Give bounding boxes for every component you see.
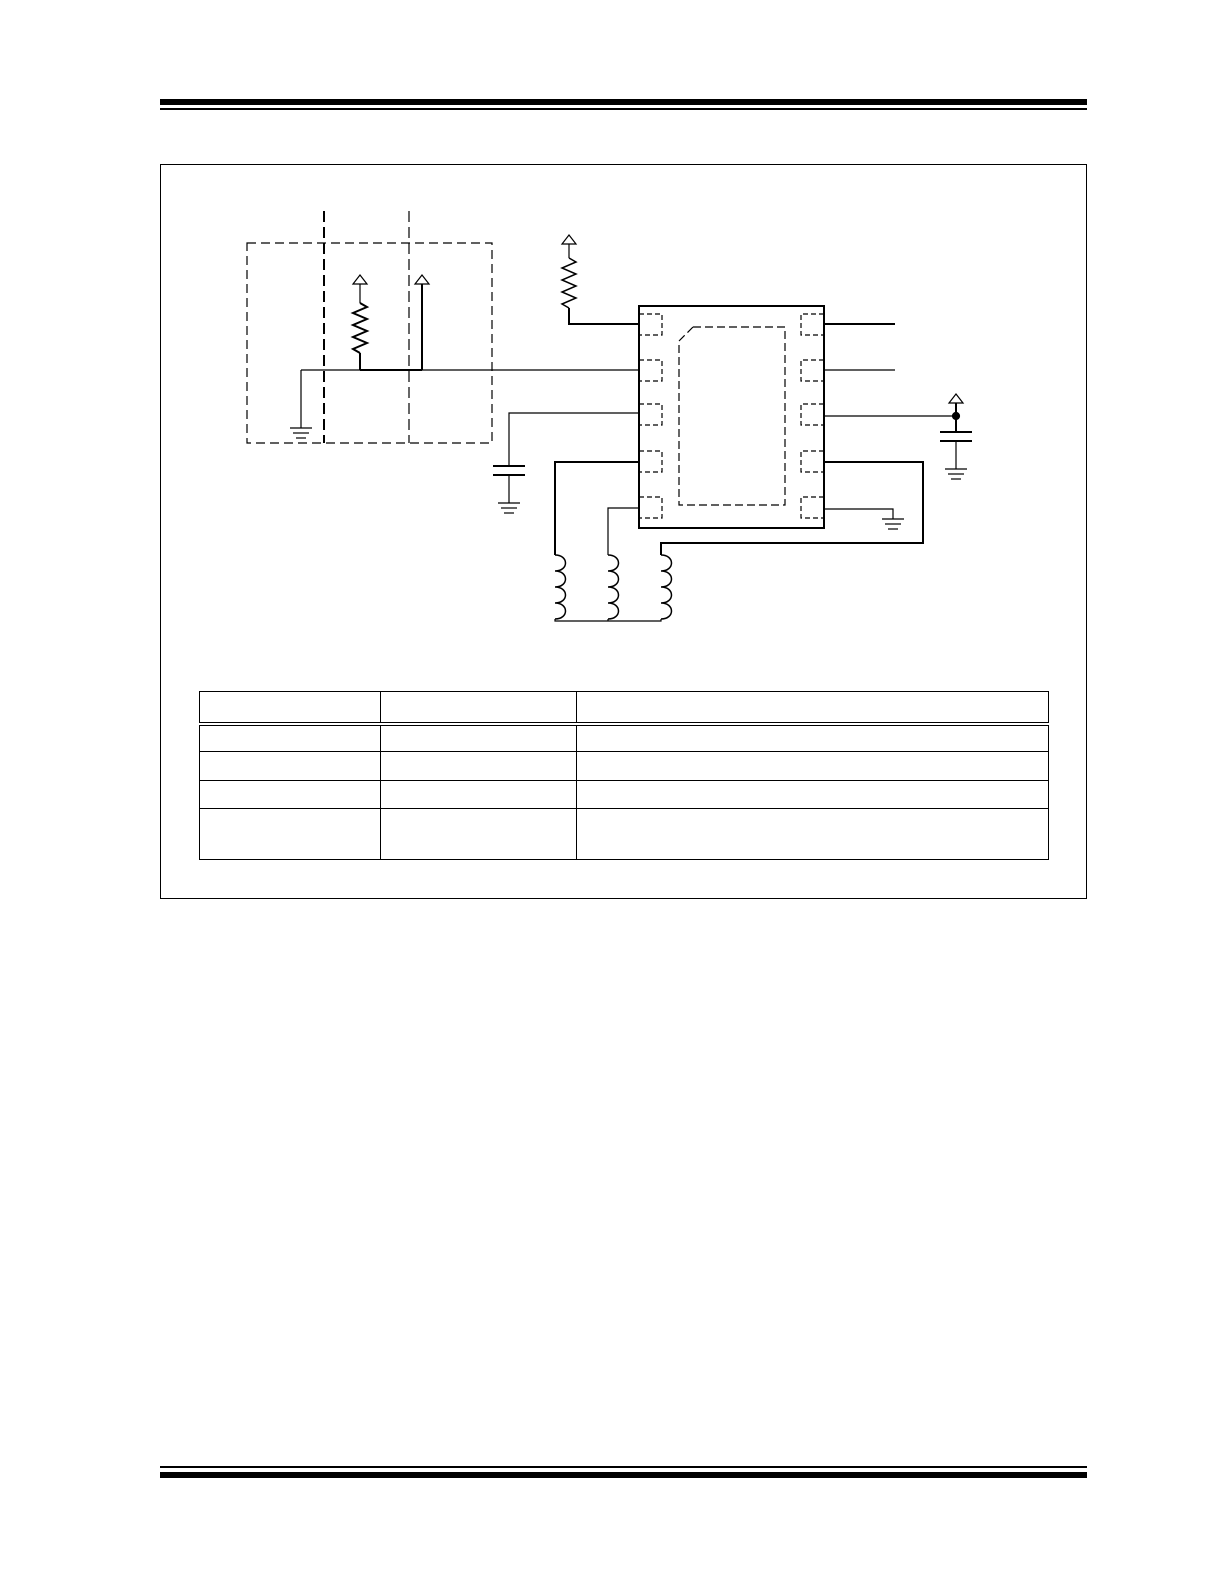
table-cell	[380, 722, 577, 753]
table-row	[199, 751, 1049, 781]
header-rule-thin	[160, 108, 1087, 110]
table-header-cell	[380, 691, 577, 726]
header-rule-thick	[160, 99, 1087, 105]
table-row	[199, 722, 1049, 753]
coil-wire	[554, 461, 639, 555]
table-cell	[199, 751, 381, 781]
ground-icon	[882, 518, 904, 530]
junction-dot-icon	[951, 411, 961, 421]
ground-icon	[498, 475, 520, 514]
table-cell	[199, 722, 381, 753]
table-cell	[576, 722, 1049, 753]
table-cell	[576, 779, 1049, 810]
ic-package	[638, 305, 825, 529]
footer-rule-thick	[160, 1472, 1087, 1478]
coil-wire	[607, 507, 639, 555]
table-cell	[576, 808, 1049, 860]
signal-wire	[508, 412, 639, 465]
supply-arrow-icon	[560, 234, 578, 258]
coil-wire	[660, 461, 924, 555]
inductor-icon	[554, 554, 567, 620]
signal-wire	[568, 308, 639, 325]
table-cell	[576, 751, 1049, 781]
right-pin-pads	[800, 313, 824, 519]
resistor-icon	[350, 302, 370, 354]
ground-wire	[824, 508, 894, 519]
table-cell	[199, 808, 381, 860]
capacitor-icon	[940, 431, 972, 442]
supply-arrow-icon	[413, 274, 431, 370]
inductor-icon	[660, 554, 673, 620]
table-cell	[380, 808, 577, 860]
resistor-icon	[560, 257, 578, 309]
ground-icon	[290, 370, 312, 439]
supply-arrow-icon	[351, 274, 369, 303]
table-header-row	[199, 691, 1049, 726]
exposed-pad	[678, 326, 786, 506]
table-header-cell	[199, 691, 381, 726]
left-pin-pads	[639, 313, 663, 519]
pin-function-table	[199, 691, 1049, 860]
table-row	[199, 808, 1049, 860]
table-cell	[380, 751, 577, 781]
capacitor-icon	[493, 465, 525, 476]
footer-rule-thin	[160, 1466, 1087, 1468]
table-cell	[199, 779, 381, 810]
table-cell	[380, 779, 577, 810]
figure-frame	[160, 164, 1087, 899]
inductor-icon	[607, 554, 620, 620]
table-row	[199, 779, 1049, 810]
host-system-boundary	[246, 242, 493, 444]
table-header-cell	[576, 691, 1049, 726]
ground-icon	[945, 441, 967, 480]
